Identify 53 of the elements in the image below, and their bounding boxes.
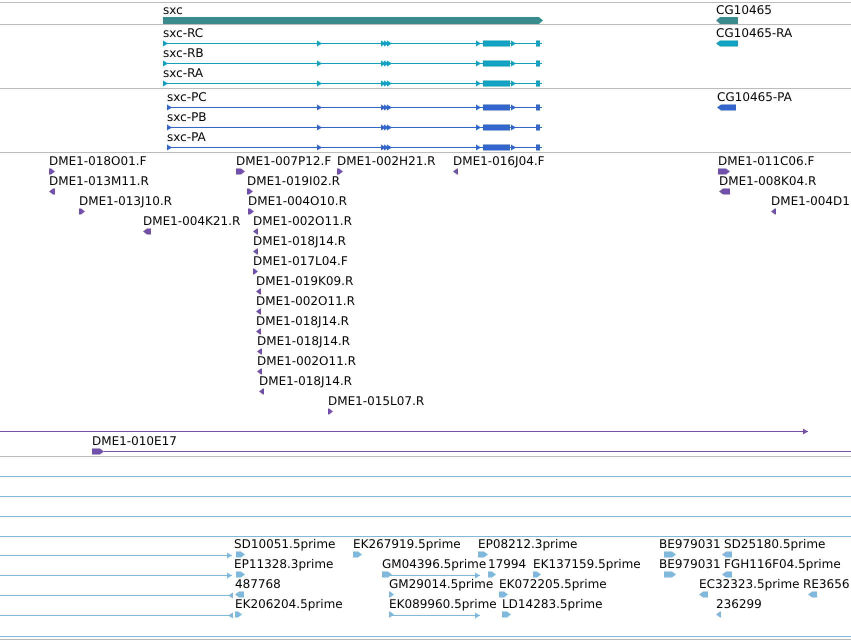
feature-label: DME1-018J14.R	[259, 374, 352, 388]
feature-label: sxc-RA	[163, 66, 204, 80]
feature-label: DME1-018J14.R	[253, 234, 346, 248]
feature-label: SD25180.5prime	[724, 537, 826, 551]
feature-label: DME1-008K04.R	[719, 174, 816, 188]
feature-label: EK267919.5prime	[353, 537, 461, 551]
feature-label: BE979031	[659, 537, 721, 551]
feature-label: sxc-RC	[163, 26, 204, 40]
feature-label: CG10465-RA	[716, 26, 792, 40]
feature-label: DME1-004O10.R	[248, 194, 347, 208]
feature-label: DME1-015L07.R	[328, 394, 424, 408]
feature-label: EP11328.3prime	[234, 557, 334, 571]
feature-label: sxc-PB	[167, 110, 207, 124]
feature-label: 236299	[716, 597, 762, 611]
feature-label: DME1-019K09.R	[256, 274, 354, 288]
feature-label: DME1-002O11.R	[256, 294, 355, 308]
feature-label: 17994	[488, 557, 526, 571]
feature-label: GM29014.5prime	[389, 577, 494, 591]
feature-label: sxc-PA	[167, 130, 206, 144]
feature-label: sxc-PC	[167, 90, 207, 104]
feature-label: DME1-002H21.R	[337, 154, 436, 168]
feature-label: DME1-007P12.F	[236, 154, 332, 168]
feature-label: FGH116F04.5prime	[724, 557, 841, 571]
feature-label: DME1-018J14.R	[257, 334, 350, 348]
feature-label: DME1-016J04.F	[453, 154, 545, 168]
feature-label: DME1-011C06.F	[718, 154, 814, 168]
feature-label: EK072205.5prime	[499, 577, 607, 591]
feature-label: DME1-004K21.R	[143, 214, 240, 228]
feature-label: DME1-013M11.R	[49, 174, 149, 188]
feature-label: LD14283.5prime	[502, 597, 603, 611]
feature-label: DME1-002O11.R	[253, 214, 352, 228]
feature-label: DME1-017L04.F	[253, 254, 348, 268]
feature-label: sxc	[163, 3, 183, 17]
feature-label: DME1-018O01.F	[49, 154, 146, 168]
feature-label: EP08212.3prime	[478, 537, 578, 551]
feature-label: DME1-013J10.R	[79, 194, 172, 208]
feature-label: GM04396.5prime	[382, 557, 486, 571]
feature-label: sxc-RB	[163, 46, 204, 60]
feature-label: EK137159.5prime	[533, 557, 641, 571]
feature-label: DME1-002O11.R	[257, 354, 356, 368]
feature-label: SD10051.5prime	[234, 537, 336, 551]
feature-label: BE979031	[659, 557, 721, 571]
feature-label: EK089960.5prime	[389, 597, 497, 611]
feature-label: DME1-018J14.R	[256, 314, 350, 328]
feature-label: DME1-010E17	[92, 434, 177, 448]
feature-label: CG10465	[716, 3, 772, 17]
feature-label: RE3656	[803, 577, 850, 591]
feature-label: DME1-019I02.R	[247, 174, 340, 188]
feature-label: DME1-004D1	[771, 194, 850, 208]
feature-label: CG10465-PA	[717, 90, 792, 104]
feature-label: EC32323.5prime	[699, 577, 800, 591]
feature-label: 487768	[235, 577, 281, 591]
feature-label: EK206204.5prime	[235, 597, 343, 611]
